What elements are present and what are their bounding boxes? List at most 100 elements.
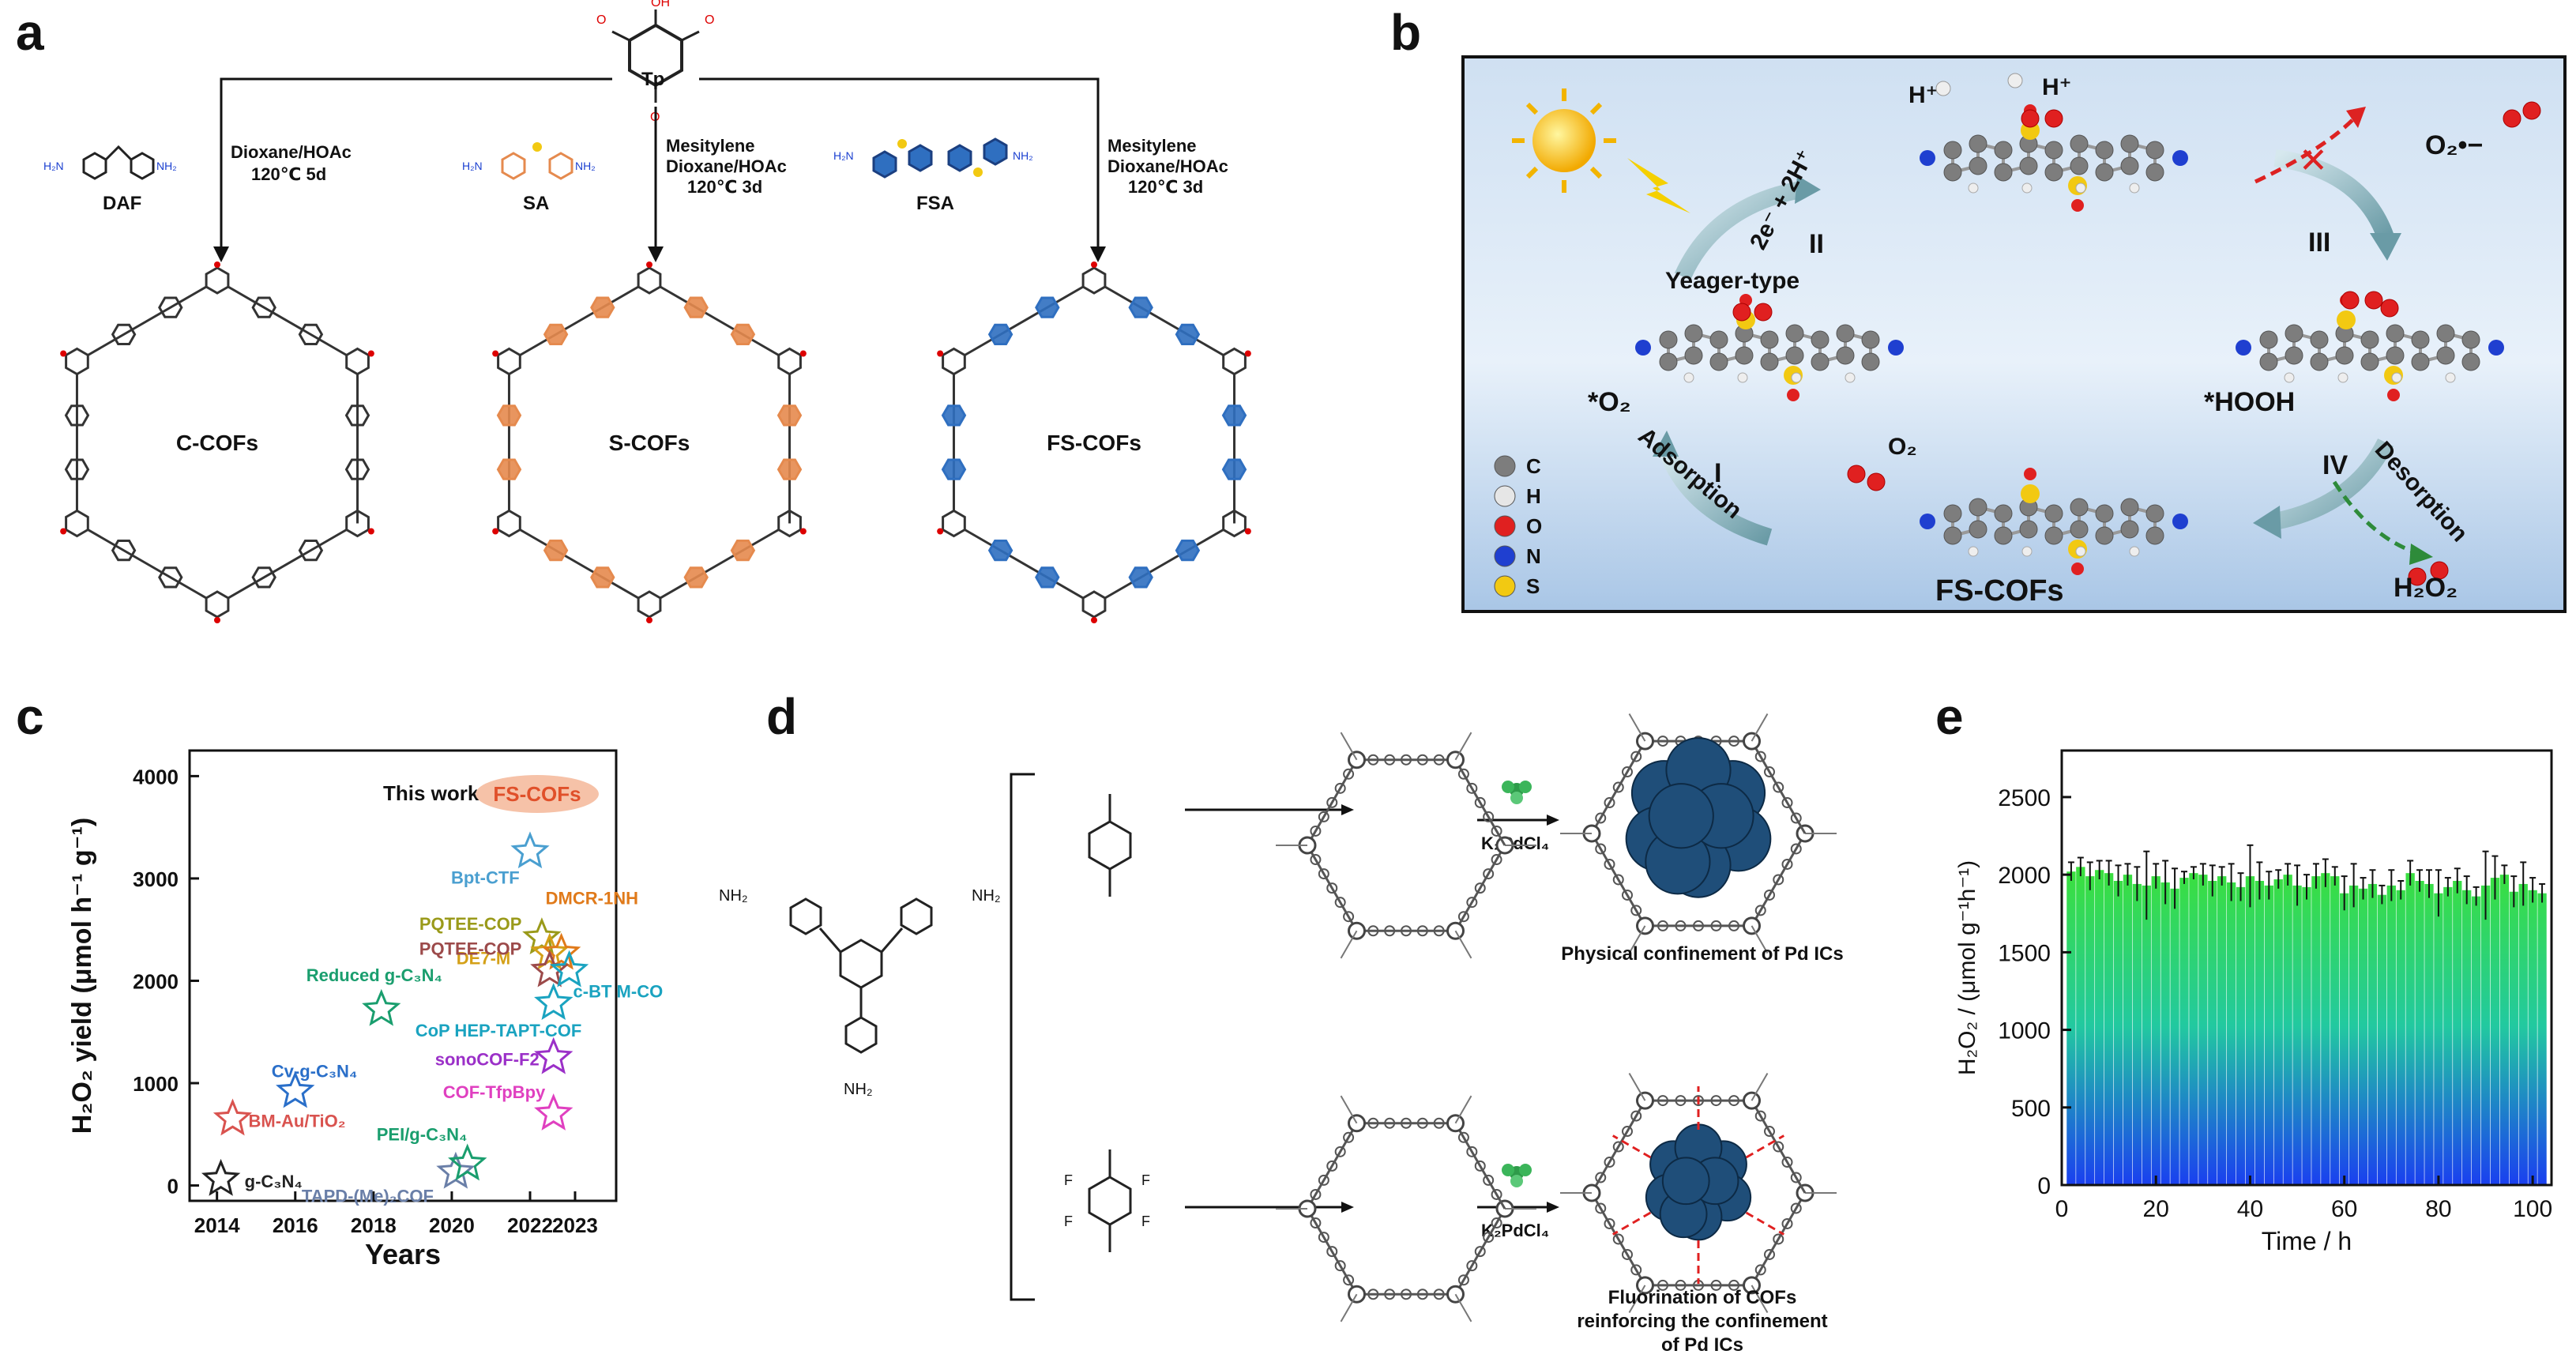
point-label-8: DE7-M	[457, 949, 510, 969]
this-work-label: This work	[383, 781, 479, 805]
bar-39	[2434, 893, 2443, 1185]
bar-0	[2066, 871, 2076, 1185]
y-tick-label-e: 2000	[1998, 863, 2051, 889]
cond-1-b: 120℃ 5d	[251, 164, 326, 184]
point-label-12: CoP HEP-TAPT-COF	[416, 1021, 582, 1040]
svg-text:H₂N: H₂N	[462, 160, 483, 172]
yeager-label: Yeager-type	[1665, 268, 1799, 294]
bar-9	[2151, 876, 2160, 1185]
cond-2-a-vis: Mesitylene	[666, 136, 755, 156]
legend-atom-c	[1494, 455, 1516, 477]
plot-frame	[188, 749, 618, 1202]
arrow-step-i	[1658, 446, 1773, 546]
bar-42	[2462, 890, 2472, 1185]
point-label-14: COF-TfpBpy	[443, 1082, 546, 1102]
svg-text:F: F	[1141, 1213, 1150, 1229]
pd-cluster-1	[1625, 737, 1772, 898]
point-star-2	[276, 1070, 315, 1108]
point-label-3: Reduced g-C₃N₄	[306, 965, 442, 985]
h2o2-label: H₂O₂	[2394, 573, 2458, 603]
point-label-5: PEI/g-C₃N₄	[377, 1124, 468, 1144]
cond-2-b: Dioxane/HOAc	[666, 156, 787, 176]
o2-star-label: *O₂	[1588, 387, 1631, 417]
bar-19	[2245, 876, 2255, 1185]
nh2-bottom: NH₂	[844, 1081, 873, 1098]
confinement-bond	[1745, 1134, 1785, 1159]
x-axis-label: Years	[365, 1238, 441, 1270]
svg-text:OH: OH	[651, 0, 670, 9]
panel-c-label: c	[16, 688, 44, 745]
point-label-4: TAPD-(Me)₂COF	[302, 1187, 434, 1206]
bar-15	[2208, 881, 2217, 1185]
svg-text:NH₂: NH₂	[1013, 149, 1033, 162]
y-tick-label: 2000	[133, 969, 179, 993]
panel-b-mechanism: H⁺ H⁺ 2e⁻ + 2H⁺ II III I IV Yeager-type …	[1461, 55, 2567, 613]
svg-text:F: F	[1064, 1172, 1073, 1188]
x-tick-label: 2022	[507, 1213, 553, 1237]
bar-16	[2217, 876, 2227, 1185]
confinement-bond	[1745, 1211, 1785, 1236]
bar-38	[2424, 883, 2434, 1185]
panel-d: d NH₂ NH₂ NH₂ F F F F	[664, 679, 1927, 1358]
tapt-molecule	[789, 897, 933, 1054]
caption-fluor-3: of Pd ICs	[1661, 1334, 1743, 1356]
point-label-6: Bpt-CTF	[451, 867, 520, 887]
point-star-13	[534, 1037, 573, 1074]
point-label-13: sonoCOF-F2	[435, 1050, 540, 1070]
molecule-models	[1635, 101, 2541, 586]
plot-frame-e	[2060, 749, 2553, 1187]
y-axis-label-e: H₂O₂ / (μmol g⁻¹h⁻¹)	[1954, 860, 1980, 1075]
bar-12	[2179, 878, 2189, 1185]
bar-21	[2264, 885, 2273, 1185]
point-star-0	[201, 1158, 241, 1196]
fsa-molecule: H₂N NH₂	[833, 137, 1033, 179]
step-ii: II	[1809, 229, 1824, 259]
cond-1-a: Dioxane/HOAc	[231, 142, 352, 162]
legend-label-s: S	[1526, 574, 1540, 598]
fsa-label: FSA	[916, 193, 954, 214]
x-tick-label: 2014	[194, 1213, 240, 1237]
bar-27	[2321, 873, 2330, 1185]
x-tick-label-e: 60	[2331, 1196, 2357, 1222]
legend-label-h: H	[1526, 484, 1541, 508]
reaction-arrows	[220, 77, 1100, 249]
panel-a: a O O OH O Tp	[0, 0, 1343, 624]
bar-30	[2348, 885, 2359, 1185]
svg-text:H₂N: H₂N	[43, 160, 64, 172]
point-star-5	[448, 1143, 487, 1181]
panel-b: b	[1343, 0, 2576, 624]
hooh-star-label: *HOOH	[2204, 387, 2295, 417]
superoxide-label: O₂•−	[2425, 130, 2483, 160]
step-i: I	[1714, 458, 1721, 488]
point-star-14	[534, 1093, 573, 1131]
cond-3-c: 120℃ 3d	[1128, 177, 1203, 197]
blocked-x-icon: ✕	[2299, 141, 2328, 180]
tp-label: Tp	[641, 69, 664, 90]
panel-e-label: e	[1935, 688, 1964, 745]
y-tick-label: 3000	[133, 867, 179, 891]
bar-26	[2311, 876, 2321, 1185]
bar-17	[2226, 882, 2236, 1185]
point-label-11: c-BT M-COF	[573, 982, 664, 1002]
svg-text:H₂N: H₂N	[833, 149, 854, 162]
fs-cofs-label: FS-COFs	[1047, 431, 1141, 455]
point-star-6	[510, 831, 550, 869]
arrow-heads	[213, 246, 1106, 262]
sa-label: SA	[523, 193, 549, 214]
bar-14	[2198, 875, 2208, 1185]
x-tick-label-e: 20	[2143, 1196, 2169, 1222]
bar-13	[2189, 873, 2198, 1185]
blocked-arrow	[2254, 117, 2356, 184]
x-tick-label-e: 0	[2055, 1196, 2069, 1222]
point-star-9	[541, 932, 581, 970]
pd-cluster-2	[1611, 1086, 1785, 1284]
pd-atom	[1648, 783, 1714, 849]
y-tick-label: 1000	[133, 1072, 179, 1096]
point-star-8	[530, 932, 570, 970]
panel-a-scheme: O O OH O Tp H₂N NH₂ DAF	[43, 0, 1251, 623]
bar-20	[2254, 881, 2265, 1185]
y-tick-label-e: 1000	[1998, 1018, 2051, 1044]
